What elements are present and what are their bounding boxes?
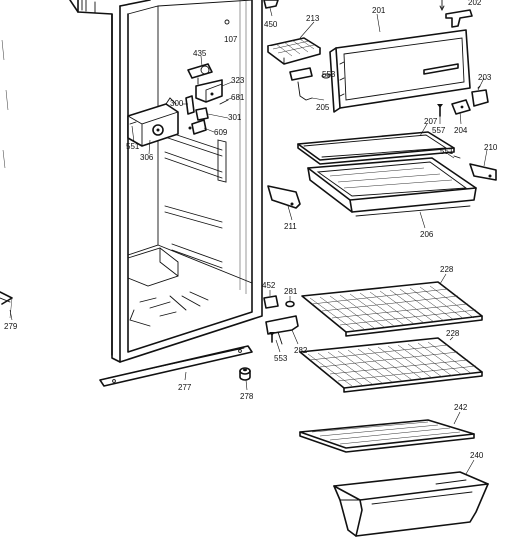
callout-450: 450	[264, 20, 278, 29]
callout-240: 240	[470, 451, 484, 460]
callout-277: 277	[178, 383, 192, 392]
screw-557	[437, 104, 443, 117]
callout-labels: 450 213 201 202 107 435 323 553 681 300 …	[4, 0, 498, 460]
callout-551-left: 551	[126, 142, 140, 151]
callout-201: 201	[372, 6, 386, 15]
callout-300: 300	[170, 99, 184, 108]
callout-435: 435	[193, 49, 207, 58]
callout-228-lower: 228	[446, 329, 460, 338]
callout-681: 681	[231, 93, 245, 102]
damper-components	[129, 19, 230, 135]
kick-plate-277	[99, 345, 253, 387]
pan-guide-210	[453, 155, 497, 181]
shelf-support-parts	[263, 295, 299, 345]
callout-452: 452	[262, 281, 276, 290]
pan-guide-211	[267, 185, 301, 209]
callout-323: 323	[231, 76, 245, 85]
callout-213: 213	[306, 14, 320, 23]
hinge-203	[471, 85, 489, 107]
part-450	[263, 0, 279, 9]
crisper-cover-242	[299, 419, 475, 453]
callout-206: 206	[420, 230, 434, 239]
temperature-control-306	[127, 97, 179, 147]
callout-279: 279	[4, 322, 18, 331]
callout-207: 207	[424, 117, 438, 126]
callout-228-upper: 228	[440, 265, 454, 274]
refrigerator-cabinet	[0, 0, 263, 363]
hinge-204	[451, 99, 471, 115]
callout-203: 203	[478, 73, 492, 82]
wire-shelf-228-lower	[299, 337, 483, 393]
leveling-leg-278	[239, 367, 251, 381]
callout-553-lower: 553	[274, 354, 288, 363]
callout-242: 242	[454, 403, 468, 412]
callout-553-upper: 553	[322, 70, 336, 79]
wire-shelf-228-upper	[301, 281, 483, 337]
callout-281: 281	[284, 287, 298, 296]
drip-tray-207	[297, 131, 455, 165]
callout-278: 278	[240, 392, 254, 401]
callout-205: 205	[316, 103, 330, 112]
callout-609: 609	[214, 128, 228, 137]
callout-211: 211	[284, 222, 297, 231]
callout-204: 204	[454, 126, 468, 135]
door-hinge-parts	[289, 67, 331, 101]
part-202	[439, 0, 473, 28]
callout-301: 301	[228, 113, 242, 122]
callout-282: 282	[294, 346, 308, 355]
callout-551-right: 551	[440, 147, 454, 156]
freezer-door-201	[329, 29, 471, 113]
leader-lines	[9, 7, 488, 475]
callout-202: 202	[468, 0, 482, 7]
callout-306: 306	[140, 153, 154, 162]
callout-107: 107	[224, 35, 238, 44]
crisper-drawer-240	[333, 471, 489, 537]
ice-cube-tray-213	[267, 37, 321, 65]
meat-pan-206	[307, 157, 477, 217]
callout-210: 210	[484, 143, 498, 152]
callout-557: 557	[432, 126, 446, 135]
